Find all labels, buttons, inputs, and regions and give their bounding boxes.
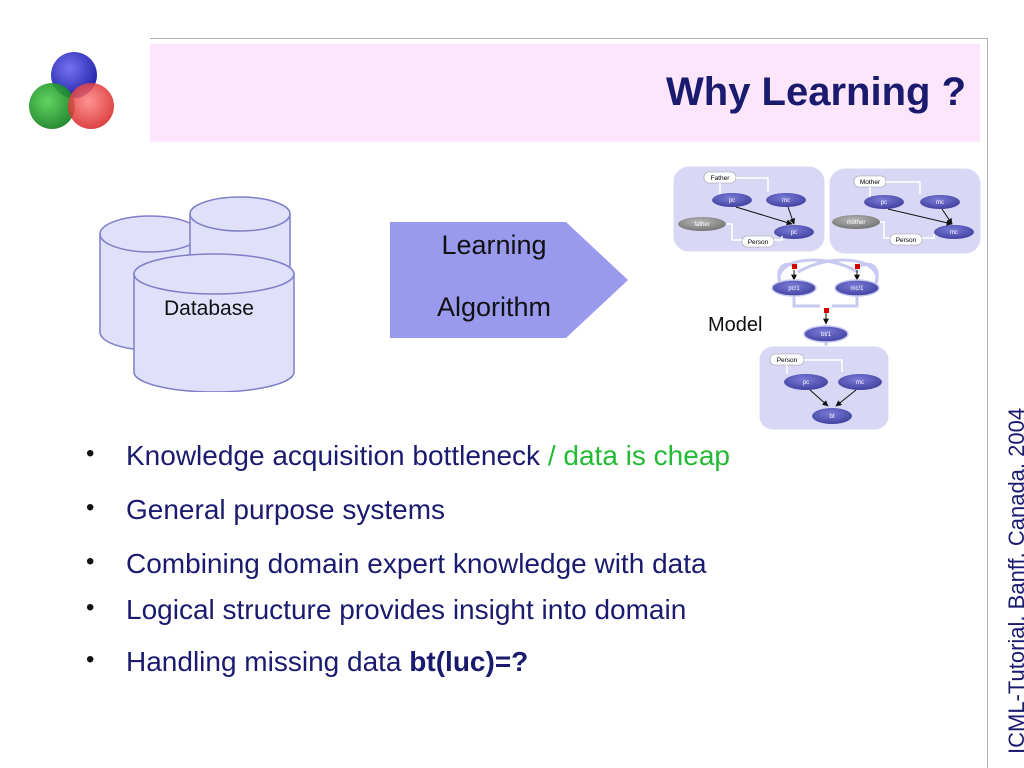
bullet-list: Knowledge acquisition bottleneck / data … — [86, 440, 730, 678]
model-label: Model — [708, 314, 763, 336]
bullet-text: Combining domain expert knowledge with d… — [126, 548, 707, 579]
father-child-pc-node: pc — [791, 230, 797, 236]
mother-person-label: Person — [896, 237, 917, 244]
title-band: Why Learning ? — [150, 44, 980, 142]
father-relation-node: father — [694, 222, 709, 228]
father-person-label: Person — [748, 239, 769, 246]
frame-right-line — [987, 38, 988, 768]
frame-top-line — [150, 38, 988, 39]
bt-person-label: Person — [777, 357, 798, 364]
bullet-item: Combining domain expert knowledge with d… — [86, 548, 730, 580]
bullet-highlight: data is cheap — [563, 440, 730, 471]
mother-relation-node: mother — [847, 220, 866, 226]
database-label: Database — [164, 297, 254, 320]
mc1-node: mc/1 — [850, 286, 864, 292]
database-icon — [99, 196, 295, 392]
model-diagram: Father pc mc father pc Person Mother pc … — [672, 165, 982, 431]
father-mc-node: mc — [782, 198, 790, 204]
mother-child-mc-node: mc — [950, 230, 958, 236]
pc1-node: pc/1 — [788, 286, 800, 292]
bt-pc-node: pc — [803, 380, 809, 386]
mother-box-label: Mother — [860, 179, 881, 186]
bullet-item: Handling missing data bt(luc)=? — [86, 646, 730, 678]
slide-title: Why Learning ? — [666, 70, 966, 114]
bullet-item: Logical structure provides insight into … — [86, 594, 730, 626]
bt-node: bt — [829, 414, 834, 420]
bullet-separator: / — [540, 440, 564, 471]
bt-clause-box: Person pc mc bt — [758, 345, 890, 431]
mother-pc-node: pc — [881, 200, 887, 206]
bullet-text: General purpose systems — [126, 494, 446, 525]
father-box-label: Father — [711, 175, 731, 182]
three-circles-logo — [29, 52, 114, 129]
algorithm-label-line2: Algorithm — [436, 292, 552, 322]
bullet-text: Knowledge acquisition bottleneck — [126, 440, 541, 471]
bullet-text: Handling missing data — [126, 646, 410, 677]
bullet-text: Logical structure provides insight into … — [126, 594, 687, 625]
learning-algorithm-arrow — [390, 222, 628, 338]
bullet-item: Knowledge acquisition bottleneck / data … — [86, 440, 730, 472]
mother-mc-node: mc — [936, 200, 944, 206]
bullet-item: General purpose systems — [86, 494, 730, 526]
bt-mc-node: mc — [856, 380, 864, 386]
mother-clause-box: Mother pc mc mother mc Person — [828, 167, 982, 255]
model-core-graph: pc/1 mc/1 bt/1 — [771, 258, 880, 346]
bullet-strong: bt(luc)=? — [409, 646, 529, 677]
algorithm-label-line1: Learning — [441, 230, 547, 260]
side-footer-text: ICML-Tutorial, Banff, Canada, 2004 — [1004, 407, 1024, 754]
father-pc-node: pc — [729, 198, 735, 204]
father-clause-box: Father pc mc father pc Person — [672, 165, 826, 253]
bt1-node: bt/1 — [821, 332, 832, 338]
